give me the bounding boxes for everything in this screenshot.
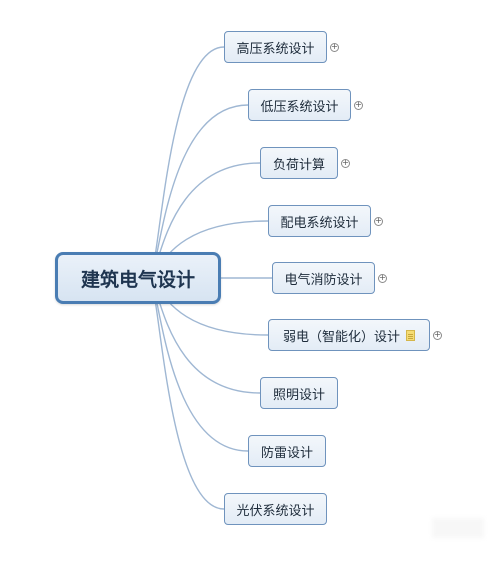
connector-line bbox=[150, 277, 225, 510]
expand-plus-icon[interactable]: + bbox=[374, 216, 383, 226]
branch-topic[interactable]: 高压系统设计 bbox=[224, 31, 327, 63]
root-topic[interactable]: 建筑电气设计 bbox=[55, 252, 221, 304]
expand-plus-icon[interactable]: + bbox=[341, 158, 350, 168]
watermark bbox=[432, 518, 484, 538]
expand-plus-icon[interactable]: + bbox=[354, 100, 363, 110]
branch-topic[interactable]: 光伏系统设计 bbox=[224, 493, 327, 525]
branch-topic[interactable]: 配电系统设计 bbox=[268, 205, 371, 237]
branch-topic[interactable]: 负荷计算 bbox=[260, 147, 338, 179]
connector-line bbox=[150, 46, 225, 279]
branch-topic-label: 照明设计 bbox=[272, 387, 325, 403]
branch-topic[interactable]: 照明设计 bbox=[260, 377, 338, 409]
branch-topic-label: 低压系统设计 bbox=[260, 99, 339, 115]
branch-topic-label: 配电系统设计 bbox=[280, 215, 359, 231]
branch-topic[interactable]: 电气消防设计 bbox=[272, 262, 375, 294]
branch-topic-label: 弱电（智能化）设计 bbox=[282, 329, 400, 345]
branch-topic[interactable]: 低压系统设计 bbox=[248, 89, 351, 121]
expand-plus-icon[interactable]: + bbox=[433, 330, 442, 340]
note-icon[interactable] bbox=[406, 329, 415, 341]
expand-plus-icon[interactable]: + bbox=[378, 273, 387, 283]
branch-topic-label: 防雷设计 bbox=[260, 445, 313, 461]
branch-topic-label: 光伏系统设计 bbox=[236, 503, 315, 519]
branch-topic-label: 高压系统设计 bbox=[236, 41, 315, 57]
branch-topic-label: 负荷计算 bbox=[272, 157, 325, 173]
branch-topic-label: 电气消防设计 bbox=[284, 272, 363, 288]
branch-topic[interactable]: 防雷设计 bbox=[248, 435, 326, 467]
branch-topic[interactable]: 弱电（智能化）设计 bbox=[268, 319, 430, 351]
expand-plus-icon[interactable]: + bbox=[330, 42, 339, 52]
